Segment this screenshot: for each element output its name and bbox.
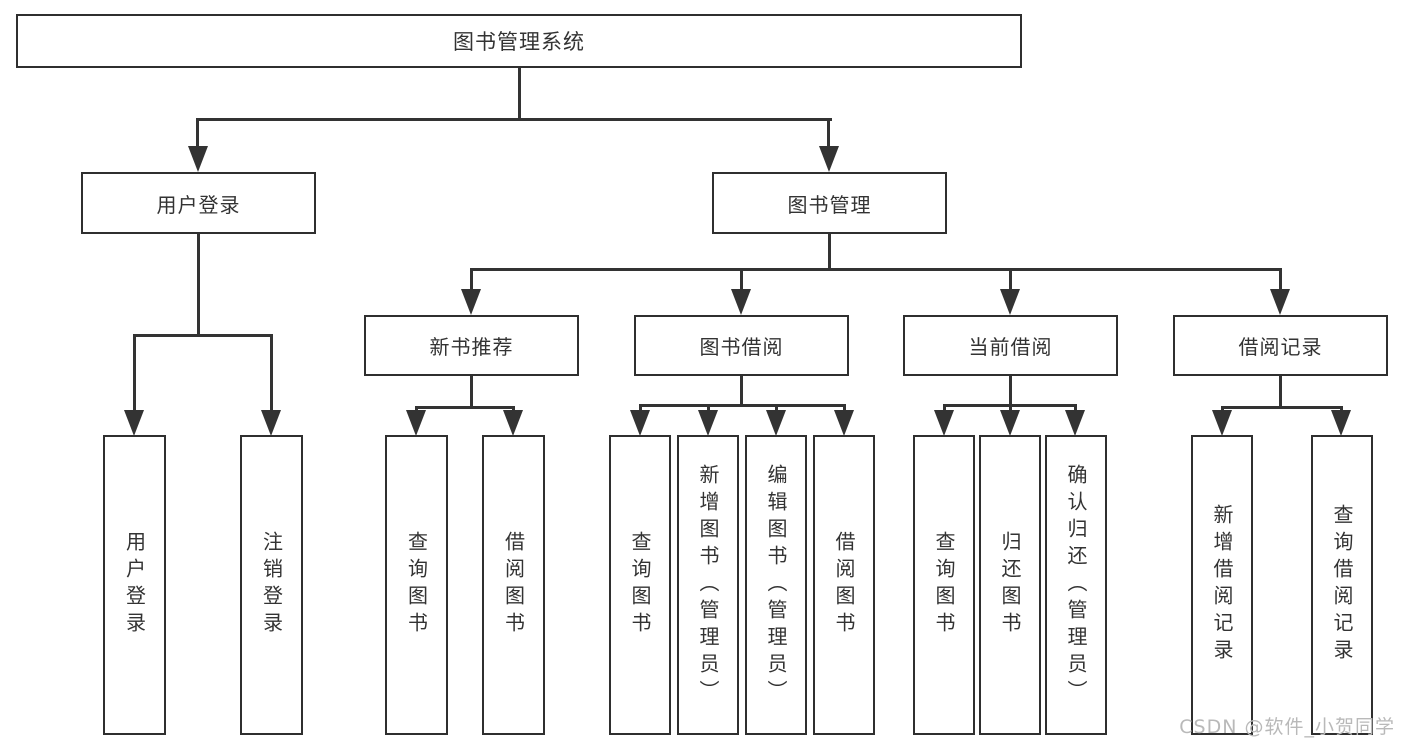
node-book-management-label: 图书管理 [787, 192, 872, 217]
node-library-system-label: 图书管理系统 [453, 30, 585, 54]
connector-line [639, 404, 845, 407]
arrowhead-down-icon [1270, 289, 1290, 315]
leaf-query-books-current: 查询图书 [913, 435, 975, 735]
arrowhead-down-icon [124, 410, 144, 436]
leaf-borrow-books-recommend-label: 借阅图书 [501, 531, 526, 639]
connector-line [470, 268, 1282, 271]
leaf-confirm-return-admin: 确认归还（管理员） [1045, 435, 1107, 735]
arrowhead-down-icon [766, 410, 786, 436]
arrowhead-down-icon [1000, 410, 1020, 436]
node-user-login-label: 用户登录 [156, 192, 241, 217]
node-new-book-recommend: 新书推荐 [364, 315, 579, 376]
leaf-return-book: 归还图书 [979, 435, 1041, 735]
leaf-add-borrow-record: 新增借阅记录 [1191, 435, 1253, 735]
arrowhead-down-icon [1331, 410, 1351, 436]
arrowhead-down-icon [834, 410, 854, 436]
connector-line [1009, 404, 1012, 414]
arrowhead-down-icon [461, 289, 481, 315]
connector-line [740, 268, 743, 292]
leaf-user-login: 用户登录 [103, 435, 166, 735]
leaf-query-books-recommend: 查询图书 [385, 435, 448, 735]
node-new-book-recommend-label: 新书推荐 [429, 335, 514, 359]
arrowhead-down-icon [819, 146, 839, 172]
leaf-borrow-books-label: 借阅图书 [832, 531, 856, 639]
connector-line [518, 68, 521, 120]
leaf-add-borrow-record-label: 新增借阅记录 [1210, 504, 1234, 666]
connector-line [470, 268, 473, 292]
leaf-borrow-books-recommend: 借阅图书 [482, 435, 545, 735]
node-borrow-records: 借阅记录 [1173, 315, 1388, 376]
connector-line [1009, 376, 1012, 407]
connector-line [1221, 406, 1343, 409]
connector-line [196, 118, 199, 148]
connector-line [470, 376, 473, 409]
leaf-query-books-recommend-label: 查询图书 [404, 531, 429, 639]
connector-line [133, 334, 273, 337]
leaf-edit-book-admin-label: 编辑图书（管理员） [764, 463, 788, 707]
node-user-login: 用户登录 [81, 172, 316, 234]
connector-line [1279, 376, 1282, 409]
node-library-system: 图书管理系统 [16, 14, 1022, 68]
leaf-add-book-admin: 新增图书（管理员） [677, 435, 739, 735]
node-borrow-records-label: 借阅记录 [1238, 335, 1323, 359]
arrowhead-down-icon [934, 410, 954, 436]
arrowhead-down-icon [630, 410, 650, 436]
connector-line [1279, 268, 1282, 292]
node-book-borrowing: 图书借阅 [634, 315, 849, 376]
node-book-management: 图书管理 [712, 172, 947, 234]
leaf-add-book-admin-label: 新增图书（管理员） [696, 463, 720, 707]
connector-line [196, 118, 832, 121]
leaf-logout: 注销登录 [240, 435, 303, 735]
connector-line [827, 118, 830, 148]
arrowhead-down-icon [406, 410, 426, 436]
node-current-borrowing-label: 当前借阅 [968, 335, 1053, 359]
leaf-query-borrow-record-label: 查询借阅记录 [1330, 504, 1354, 666]
connector-line [415, 406, 515, 409]
connector-line [843, 404, 846, 414]
leaf-logout-label: 注销登录 [259, 531, 284, 639]
leaf-user-login-label: 用户登录 [122, 531, 147, 639]
connector-line [270, 334, 273, 410]
connector-line [1009, 268, 1012, 292]
connector-line [197, 234, 200, 336]
leaf-return-book-label: 归还图书 [998, 531, 1022, 639]
connector-line [133, 334, 136, 410]
leaf-query-books-borrowing: 查询图书 [609, 435, 671, 735]
node-current-borrowing: 当前借阅 [903, 315, 1118, 376]
connector-line [828, 234, 831, 271]
connector-line [1074, 404, 1077, 414]
leaf-borrow-books: 借阅图书 [813, 435, 875, 735]
arrowhead-down-icon [188, 146, 208, 172]
connector-line [707, 404, 710, 414]
arrowhead-down-icon [698, 410, 718, 436]
connector-line [639, 404, 642, 414]
leaf-confirm-return-admin-label: 确认归还（管理员） [1064, 463, 1088, 707]
arrowhead-down-icon [731, 289, 751, 315]
connector-line [740, 376, 743, 407]
connector-line [943, 404, 946, 414]
leaf-query-borrow-record: 查询借阅记录 [1311, 435, 1373, 735]
leaf-query-books-borrowing-label: 查询图书 [628, 531, 652, 639]
leaf-query-books-current-label: 查询图书 [932, 531, 956, 639]
leaf-edit-book-admin: 编辑图书（管理员） [745, 435, 807, 735]
arrowhead-down-icon [261, 410, 281, 436]
arrowhead-down-icon [1000, 289, 1020, 315]
arrowhead-down-icon [1065, 410, 1085, 436]
watermark: CSDN @软件_小贺同学 [1179, 716, 1395, 738]
node-book-borrowing-label: 图书借阅 [699, 335, 784, 359]
arrowhead-down-icon [1212, 410, 1232, 436]
connector-line [775, 404, 778, 414]
arrowhead-down-icon [503, 410, 523, 436]
